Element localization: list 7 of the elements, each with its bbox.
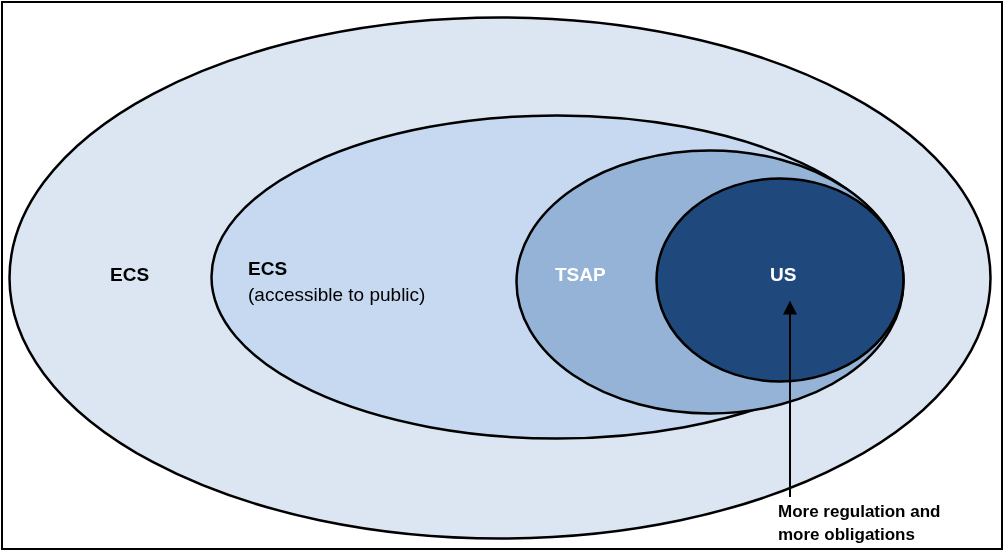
set-label: (accessible to public) [248,283,427,307]
set-label: US [770,263,798,287]
set-label: TSAP [555,263,607,287]
set-label: ECS [248,257,289,281]
set-label: ECS [110,263,151,287]
annotation-text: More regulation and more obligations [778,501,942,546]
arrow [783,300,797,498]
